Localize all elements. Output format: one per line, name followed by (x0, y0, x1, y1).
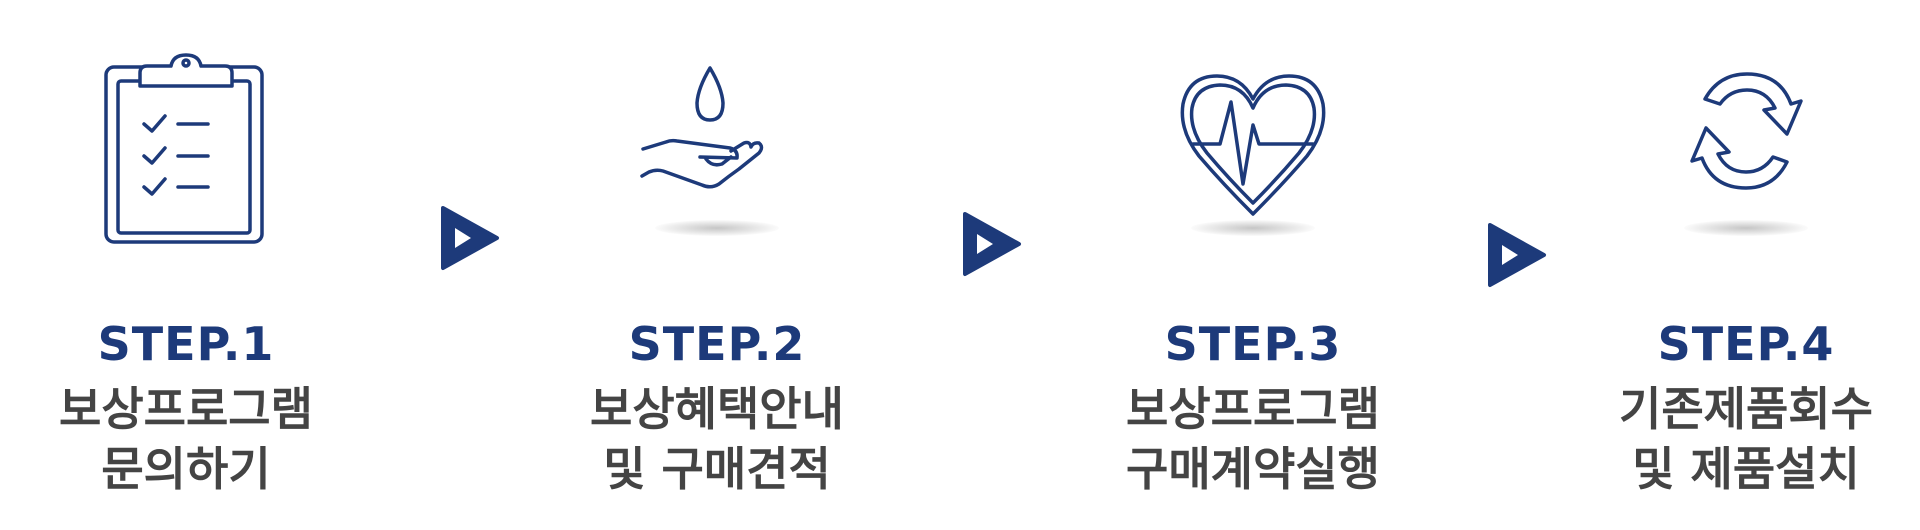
step-1-desc-line2: 문의하기 (101, 442, 271, 496)
step-3-description: 보상프로그램 구매계약실행 (1093, 379, 1413, 499)
recycle-arrows-icon (1690, 72, 1803, 190)
step-1: STEP.1 보상프로그램 문의하기 (26, 30, 346, 499)
step-2-desc-line1: 보상혜택안내 (590, 382, 844, 436)
step-3-icon-area (1093, 30, 1413, 255)
play-arrow-icon (441, 206, 499, 270)
step-1-description: 보상프로그램 문의하기 (26, 379, 346, 499)
step-4-desc-line1: 기존제품회수 (1619, 382, 1873, 436)
play-arrow-icon (963, 212, 1021, 276)
step-2-desc-line2: 및 구매견적 (603, 442, 831, 496)
step-3: STEP.3 보상프로그램 구매계약실행 (1093, 30, 1413, 499)
step-1-label: STEP.1 (97, 317, 275, 371)
step-4-description: 기존제품회수 및 제품설치 (1586, 379, 1906, 499)
step-4: STEP.4 기존제품회수 및 제품설치 (1586, 30, 1906, 499)
play-arrow-icon (1488, 223, 1546, 287)
step-4-icon-area (1586, 30, 1906, 255)
step-4-label: STEP.4 (1657, 317, 1835, 371)
step-3-desc-line2: 구매계약실행 (1126, 442, 1380, 496)
step-2-icon-area (557, 30, 877, 255)
step-4-desc-line2: 및 제품설치 (1632, 442, 1860, 496)
step-2-label: STEP.2 (628, 317, 806, 371)
step-2: STEP.2 보상혜택안내 및 구매견적 (557, 30, 877, 499)
step-1-desc-line1: 보상프로그램 (59, 382, 313, 436)
step-3-label: STEP.3 (1164, 317, 1342, 371)
step-4-icon-shadow (1684, 220, 1808, 236)
step-1-icon-area (26, 30, 346, 255)
hand-water-drop-icon (640, 66, 764, 189)
step-3-icon-shadow (1191, 220, 1315, 236)
step-3-desc-line1: 보상프로그램 (1126, 382, 1380, 436)
step-2-description: 보상혜택안내 및 구매견적 (557, 379, 877, 499)
heart-pulse-icon (1180, 74, 1326, 216)
step-2-icon-shadow (655, 220, 779, 236)
clipboard-checklist-icon (104, 53, 264, 244)
